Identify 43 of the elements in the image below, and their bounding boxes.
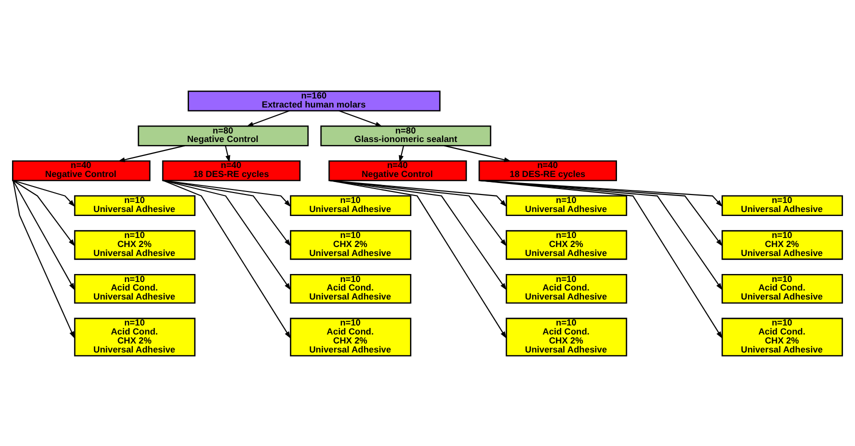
node-box: n=10 Universal Adhesive xyxy=(506,194,628,216)
node-box: n=40 18 DES-RE cycles xyxy=(478,160,617,181)
arrow xyxy=(163,179,291,246)
node-box: n=40 Negative Control xyxy=(328,160,467,181)
arrow xyxy=(12,180,75,246)
node-box: n=10 Acid Cond. CHX 2% Universal Adhesive xyxy=(290,317,412,356)
node-box: n=10 Universal Adhesive xyxy=(290,194,412,216)
node-box: n=160 Extracted human molars xyxy=(188,90,441,111)
arrow xyxy=(338,110,382,126)
arrow xyxy=(329,179,506,290)
node-box: n=10 Acid Cond. CHX 2% Universal Adhesive xyxy=(722,317,843,356)
arrow xyxy=(118,144,185,162)
arrow xyxy=(329,179,507,246)
arrow xyxy=(444,144,512,162)
arrow xyxy=(398,145,404,162)
node-box: n=10 CHX 2% Universal Adhesive xyxy=(74,230,196,260)
node-box: n=10 Universal Adhesive xyxy=(722,194,843,216)
node-box: n=10 CHX 2% Universal Adhesive xyxy=(506,230,628,260)
arrow xyxy=(163,179,291,206)
arrow xyxy=(329,179,506,338)
arrow xyxy=(480,179,722,290)
arrow xyxy=(246,110,290,126)
arrow xyxy=(163,180,291,338)
arrow xyxy=(329,179,507,206)
node-box: n=10 Universal Adhesive xyxy=(74,194,196,216)
node-box: n=10 Acid Cond. Universal Adhesive xyxy=(506,273,628,304)
arrow xyxy=(480,179,722,338)
node-box: n=10 CHX 2% Universal Adhesive xyxy=(722,230,843,260)
node-box: n=10 CHX 2% Universal Adhesive xyxy=(290,230,412,260)
arrow xyxy=(163,179,291,290)
arrow xyxy=(224,145,230,162)
node-box: n=80 Negative Control xyxy=(138,124,309,146)
node-box: n=80 Glass-ionomeric sealant xyxy=(320,124,492,146)
arrow xyxy=(12,179,76,206)
node-box: n=40 18 DES-RE cycles xyxy=(162,160,301,181)
arrow xyxy=(12,180,75,290)
node-box: n=40 Negative Control xyxy=(12,160,150,181)
arrow xyxy=(12,180,75,338)
node-box: n=10 Acid Cond. Universal Adhesive xyxy=(722,273,843,304)
node-box: n=10 Acid Cond. Universal Adhesive xyxy=(290,273,412,304)
node-box: n=10 Acid Cond. Universal Adhesive xyxy=(74,273,196,304)
node-box: n=10 Acid Cond. CHX 2% Universal Adhesive xyxy=(506,317,628,356)
node-box: n=10 Acid Cond. CHX 2% Universal Adhesive xyxy=(74,317,196,356)
